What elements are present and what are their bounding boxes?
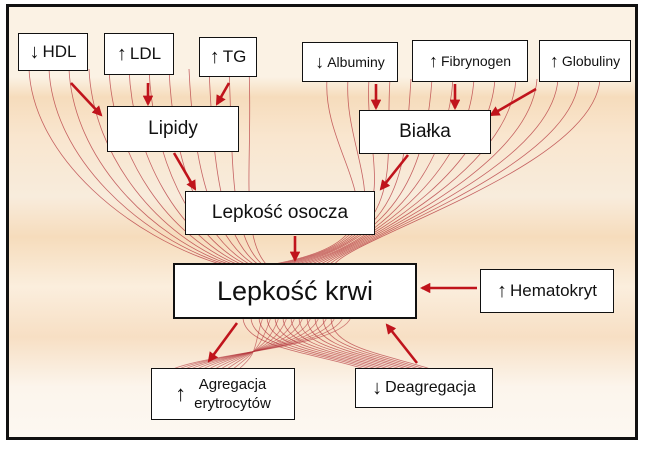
fan-line-right [273,78,366,266]
deagregacja-box: ↓ Deagregacja [355,368,493,408]
fan-line-bottom [330,316,432,370]
lipidy-box: Lipidy [107,106,239,152]
fan-line-left [128,68,244,266]
fan-line-right [278,78,375,266]
fan-line-bottom [226,316,280,370]
bialka-box: Białka [359,110,491,154]
up-arrow-icon: ↑ [497,279,508,302]
fan-line-bottom [314,316,420,370]
fan-line-bottom [274,316,390,370]
fan-line-bottom [282,316,396,370]
fan-line-left [228,68,264,266]
down-arrow-icon: ↓ [372,376,383,399]
flow-arrow [215,82,231,106]
fan-line-right [318,78,538,266]
fan-line-bottom [290,316,402,370]
fan-line-bottom [172,316,352,370]
agregacja-text: Agregacja erytrocytów [194,375,271,413]
globuliny-box: ↑ Globuliny [539,40,631,82]
flow-arrow [70,82,103,117]
ldl-label: LDL [129,44,162,63]
lipidy-label: Lipidy [148,118,198,139]
red-arrows [70,82,537,364]
fan-line-bottom [214,316,296,370]
fan-line-right [333,78,601,266]
fan-line-right [308,78,496,266]
fan-line-right [268,78,358,266]
up-arrow-icon: ↑ [116,42,127,65]
flow-arrow [489,87,537,117]
fan-line-left [28,68,224,266]
hematokryt-box: ↑ Hematokryt [480,269,614,313]
hdl-box: ↓ HDL [18,33,88,71]
fan-line-bottom [298,316,408,370]
fan-line-bottom [258,316,378,370]
lepkosc-krwi-label: Lepkość krwi [216,275,374,306]
fan-line-bottom [306,316,414,370]
fan-line-right [313,78,517,266]
down-arrow-icon: ↓ [29,40,40,63]
albuminy-label: Albuminy [327,54,385,70]
agregacja-box: ↑ Agregacja erytrocytów [151,368,295,420]
lepkosc-osocza-label: Lepkość osocza [211,202,349,223]
tg-box: ↑ TG [199,37,257,77]
fan-line-bottom [242,316,366,370]
fan-line-bottom [208,316,304,370]
fan-line-right [328,78,580,266]
deagregacja-label: Deagregacja [385,379,476,396]
flow-arrow [385,323,419,364]
albuminy-box: ↓ Albuminy [302,42,398,82]
fibrynogen-label: Fibrynogen [440,53,512,69]
fan-line-right [323,78,559,266]
diagram-frame: ↓ HDL ↑ LDL ↑ TG ↓ Albuminy ↑ Fibrynogen… [6,4,638,440]
fan-line-left [48,68,228,266]
lepkosc-osocza-box: Lepkość osocza [185,191,375,235]
up-arrow-icon: ↑ [175,381,187,406]
fan-line-bottom [266,316,384,370]
fan-line-left [88,68,236,266]
tg-label: TG [222,47,247,66]
hdl-label: HDL [42,42,77,61]
fan-line-bottom [322,316,426,370]
fan-line-left [108,68,240,266]
fan-line-left [248,68,268,266]
fan-line-bottom [220,316,288,370]
fan-line-left [208,68,260,266]
hematokryt-label: Hematokryt [510,281,597,300]
up-arrow-icon: ↑ [549,50,559,71]
lepkosc-krwi-box: Lepkość krwi [173,263,417,319]
fan-line-left [68,68,232,266]
globuliny-label: Globuliny [561,53,621,69]
flow-arrow [207,322,239,363]
ldl-box: ↑ LDL [104,33,174,75]
up-arrow-icon: ↑ [428,50,438,71]
fibrynogen-box: ↑ Fibrynogen [412,40,528,82]
agregacja-line-1: Agregacja [198,376,267,393]
agregacja-line-2: erytrocytów [194,395,271,412]
flow-arrow [379,154,410,191]
bialka-label: Białka [399,121,451,142]
fan-line-bottom [250,316,372,370]
fan-line-left [188,68,256,266]
up-arrow-icon: ↑ [209,45,220,68]
down-arrow-icon: ↓ [315,51,325,72]
flow-arrow [172,152,197,191]
